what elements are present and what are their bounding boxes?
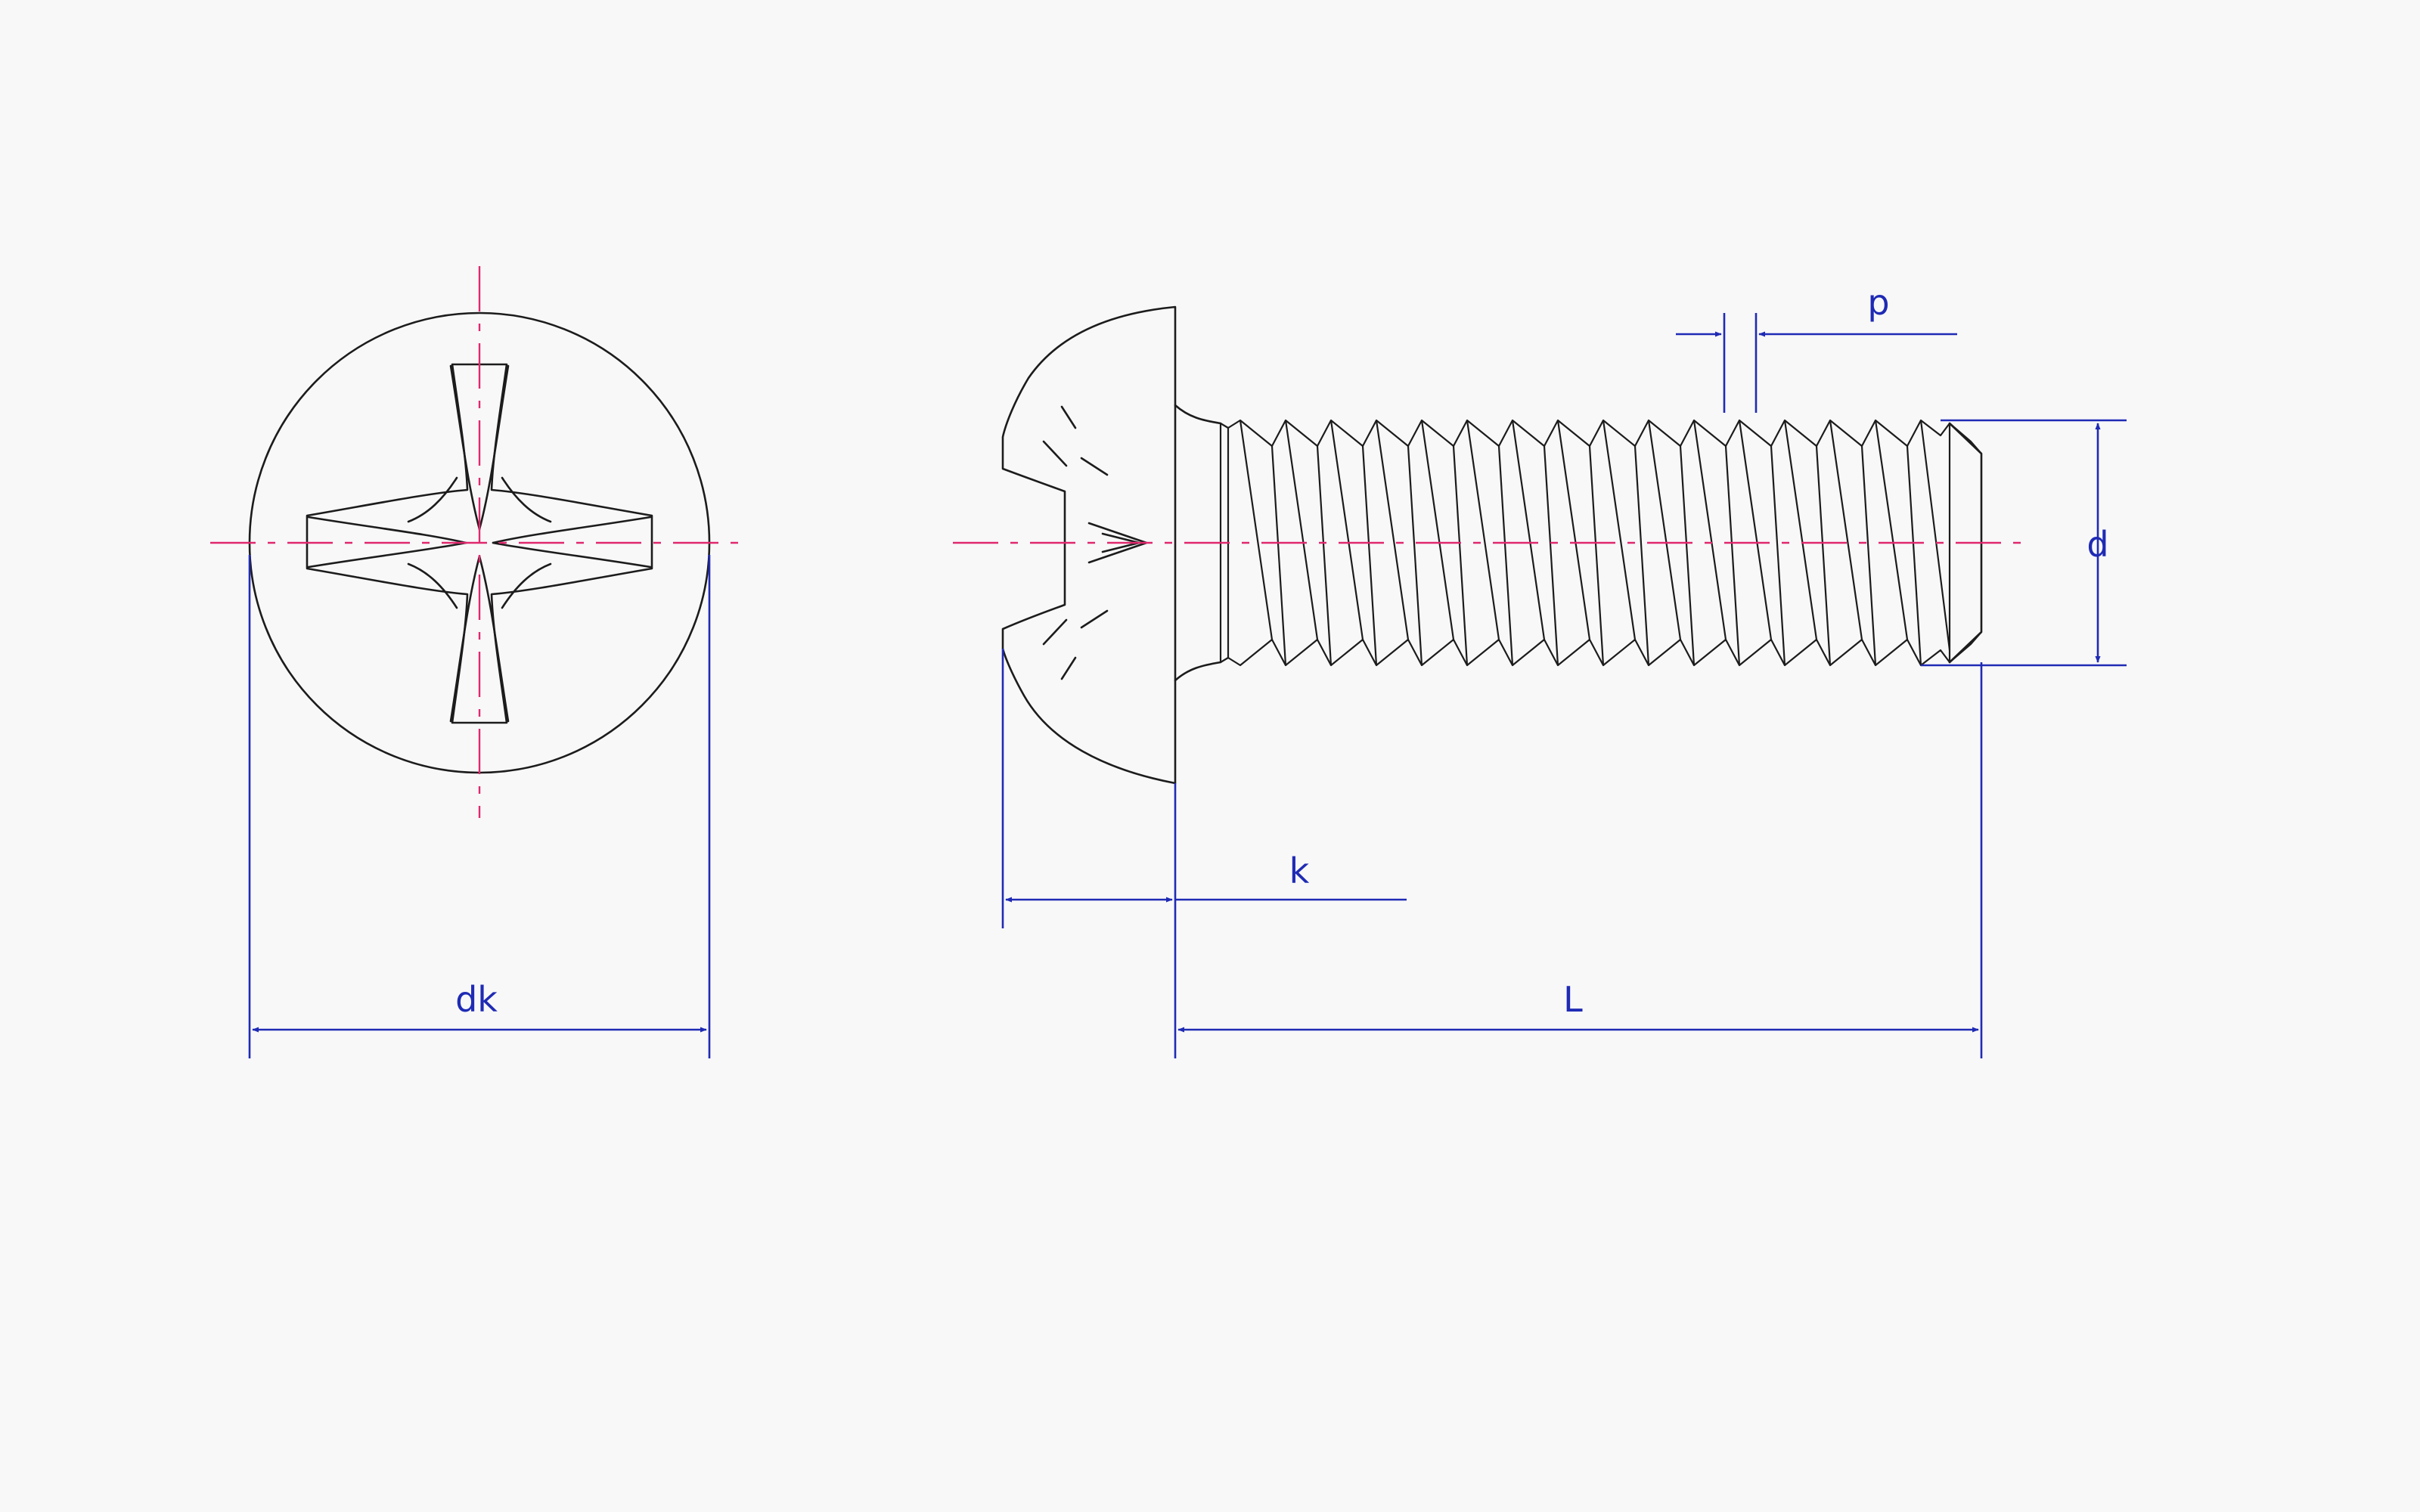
head-neck-fillet bbox=[1174, 404, 1222, 682]
phillips-recess-icon bbox=[306, 363, 653, 724]
dimension-dk: dk bbox=[248, 555, 711, 1058]
dimension-label-dk: dk bbox=[455, 979, 498, 1020]
dimension-label-p: p bbox=[1867, 282, 1889, 323]
dimension-label-L: L bbox=[1563, 979, 1583, 1020]
head-top-view bbox=[210, 266, 749, 818]
screw-side-view bbox=[953, 305, 2024, 785]
dimension-L: L bbox=[1177, 662, 1983, 1058]
dimension-p: p bbox=[1676, 282, 1957, 413]
dimension-label-d: d bbox=[2086, 524, 2108, 565]
dimension-d: d bbox=[1921, 419, 2127, 667]
dimension-k: k bbox=[1001, 649, 1407, 1058]
pan-head-outline bbox=[1001, 305, 1177, 785]
dimension-label-k: k bbox=[1289, 850, 1310, 891]
